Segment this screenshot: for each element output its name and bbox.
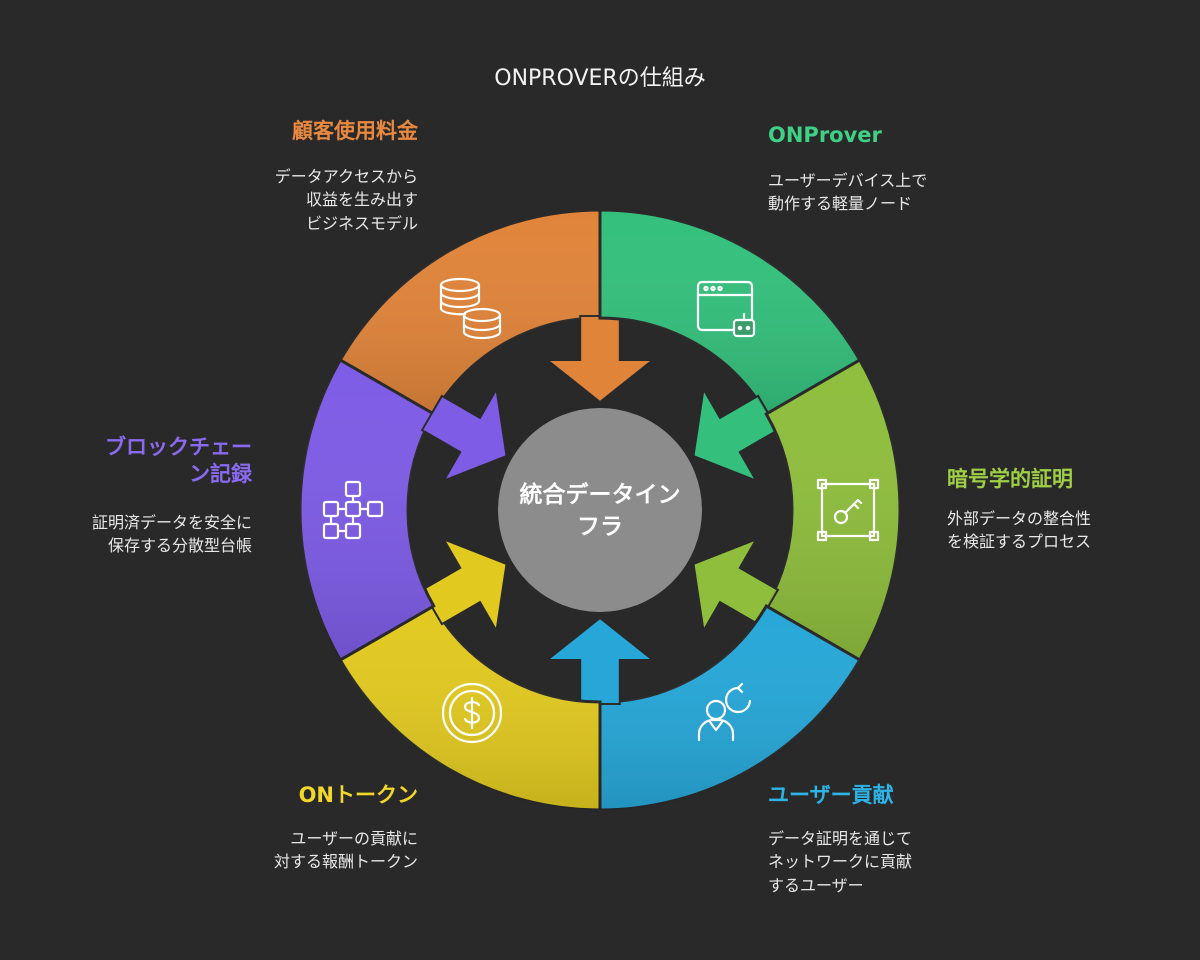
browser-bot-icon (696, 280, 756, 338)
segment-desc-blockchain: 証明済データを安全に 保存する分散型台帳 (91, 512, 252, 555)
segment-title-blockchain: ブロックチェー ン記録 (105, 435, 252, 487)
label-block-user-contribution: ユーザー貢献 データ証明を通じて ネットワークに貢献 するユーザー (768, 782, 912, 897)
arrow-blockchain (420, 386, 508, 483)
page-title: ONPROVERの仕組み (494, 66, 706, 91)
segment-desc-on-token: ユーザーの貢献に 対する報酬トークン (273, 829, 418, 872)
center-label-line: フラ (577, 514, 623, 540)
arrow-customer-fees (544, 315, 656, 404)
segment-blockchain (298, 357, 508, 663)
arrow-on-token (420, 537, 508, 634)
segment-desc-customer-fees: データアクセスから 収益を生み出す ビジネスモデル (274, 167, 418, 233)
center-label-line: 統合データイン (520, 481, 681, 508)
segment-shade-onprover (600, 210, 860, 414)
blocks-icon (322, 480, 384, 540)
dollar-coin-icon (441, 682, 503, 744)
key-frame-icon (816, 478, 880, 542)
segment-crypto-proof (692, 357, 902, 663)
label-block-on-token: ONトークン ユーザーの貢献に 対する報酬トークン (274, 782, 418, 874)
segment-desc-user-contribution: データ証明を通じて ネットワークに貢献 するユーザー (768, 829, 913, 895)
arrow-user-contribution (544, 616, 656, 705)
arrow-crypto-proof (692, 537, 780, 634)
center-label: 統合データインフラ (520, 481, 681, 540)
label-block-onprover: ONProver ユーザーデバイス上で 動作する軽量ノード (768, 122, 927, 216)
segment-onprover (598, 208, 862, 483)
segment-desc-crypto-proof: 外部データの整合性 を検証するプロセス (947, 509, 1092, 552)
label-block-customer-fees: 顧客使用料金 データアクセスから 収益を生み出す ビジネスモデル (275, 118, 418, 235)
user-refresh-icon (697, 682, 752, 742)
segment-title-user-contribution: ユーザー貢献 (768, 783, 894, 807)
label-block-crypto-proof: 暗号学的証明 外部データの整合性 を検証するプロセス (947, 466, 1091, 554)
segment-customer-fees (338, 208, 656, 417)
coins-icon (439, 277, 502, 340)
segment-title-onprover: ONProver (768, 123, 882, 147)
center-hub (494, 404, 706, 616)
segment-desc-onprover: ユーザーデバイス上で 動作する軽量ノード (768, 171, 928, 214)
label-block-blockchain: ブロックチェー ン記録 証明済データを安全に 保存する分散型台帳 (92, 434, 252, 557)
arrow-onprover (692, 386, 780, 483)
segment-shade-on-token (340, 606, 600, 810)
segment-title-crypto-proof: 暗号学的証明 (947, 467, 1073, 491)
segment-on-token (338, 537, 602, 812)
segment-shade-customer-fees (340, 210, 600, 414)
segment-title-customer-fees: 顧客使用料金 (292, 119, 418, 143)
segment-title-on-token: ONトークン (298, 783, 418, 807)
segment-shade-crypto-proof (766, 360, 900, 660)
